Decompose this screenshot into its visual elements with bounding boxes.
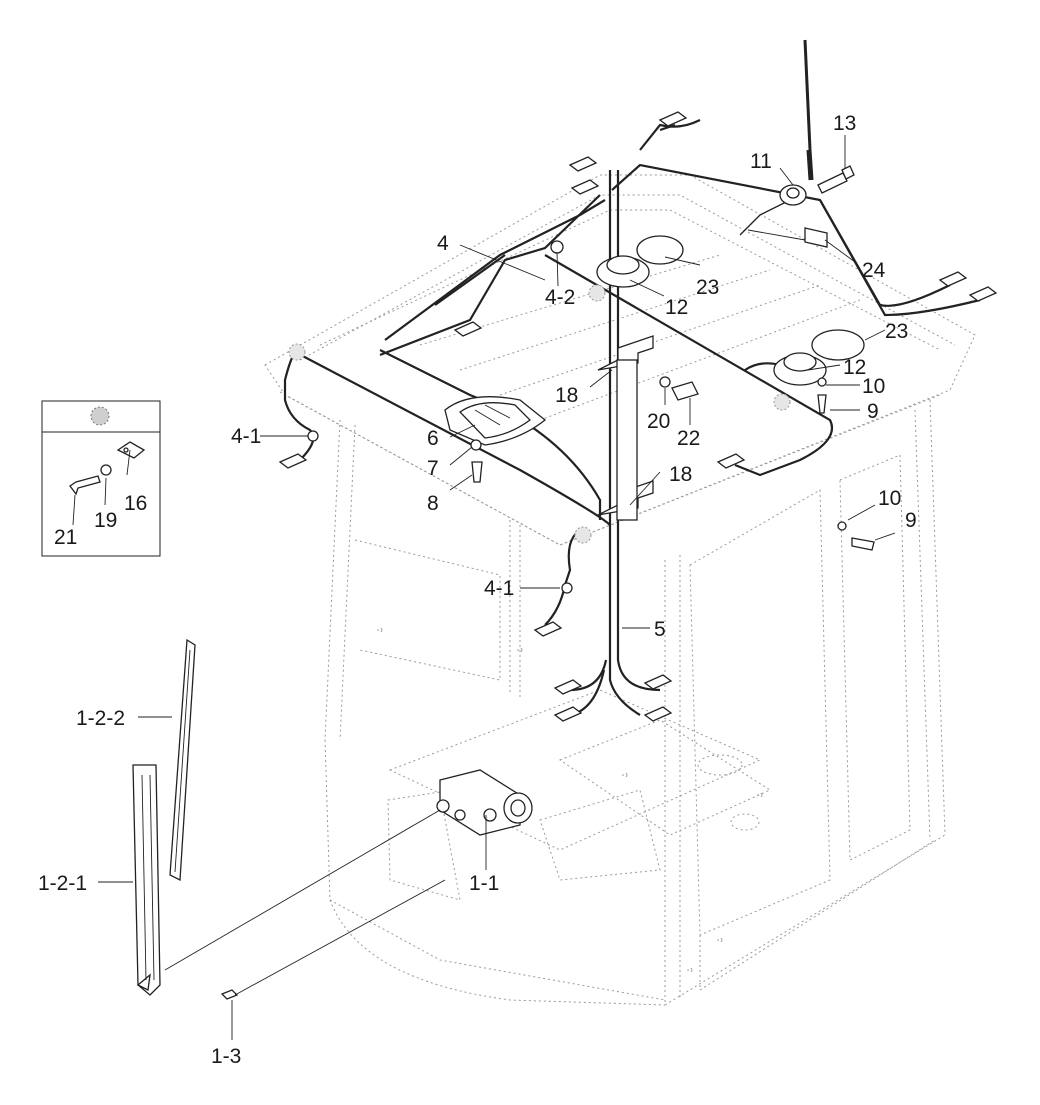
cable-clips [278, 111, 998, 722]
grommets [288, 284, 791, 544]
callout-5: 5 [654, 618, 666, 641]
wiper-motor [436, 769, 533, 836]
detail-inset [41, 400, 161, 557]
wiper-arm [132, 764, 161, 996]
callout-10-upper: 10 [862, 375, 885, 398]
leader-lines [72, 135, 896, 1040]
cab-outline [264, 174, 976, 1006]
callout-19: 19 [94, 509, 117, 532]
callout-12-lower: 12 [843, 356, 866, 379]
wire-harness [283, 119, 981, 717]
callout-24: 24 [862, 259, 886, 282]
callout-1-1: 1-1 [469, 872, 499, 895]
callout-20: 20 [647, 410, 670, 433]
callout-9-lower: 9 [905, 509, 917, 532]
callout-8: 8 [427, 492, 439, 515]
callout-23-upper: 23 [696, 276, 719, 299]
callout-labels: 4 4-2 4-1 4-1 5 6 7 8 9 9 10 10 11 12 12… [38, 112, 917, 1068]
callout-1-2-1: 1-2-1 [38, 872, 87, 895]
callout-4-2: 4-2 [545, 286, 575, 309]
brackets-18 [597, 335, 654, 521]
callout-4-1-upper: 4-1 [231, 425, 261, 448]
room-lamp [444, 396, 547, 446]
callout-4-1-lower: 4-1 [484, 577, 514, 600]
speaker-covers [636, 235, 865, 361]
callout-13: 13 [833, 112, 856, 135]
speakers [596, 255, 827, 386]
callout-4: 4 [437, 232, 449, 255]
callout-18-upper: 18 [555, 384, 578, 407]
wiper-blade [169, 638, 196, 882]
callout-11: 11 [750, 150, 772, 173]
callout-6: 6 [427, 427, 439, 450]
antenna [779, 39, 855, 206]
callout-1-3: 1-3 [211, 1045, 241, 1068]
callout-7: 7 [427, 457, 439, 480]
callout-21: 21 [54, 526, 77, 549]
bracket-24 [804, 227, 828, 248]
callout-18-lower: 18 [669, 463, 692, 486]
callout-1-2-2: 1-2-2 [76, 707, 125, 730]
callout-23-lower: 23 [885, 320, 908, 343]
callout-12-upper: 12 [665, 296, 688, 319]
callout-22: 22 [677, 427, 700, 450]
callout-10-lower: 10 [878, 487, 901, 510]
washer-nozzle [220, 989, 239, 1000]
callout-9-upper: 9 [867, 400, 879, 423]
callout-16: 16 [124, 492, 147, 515]
